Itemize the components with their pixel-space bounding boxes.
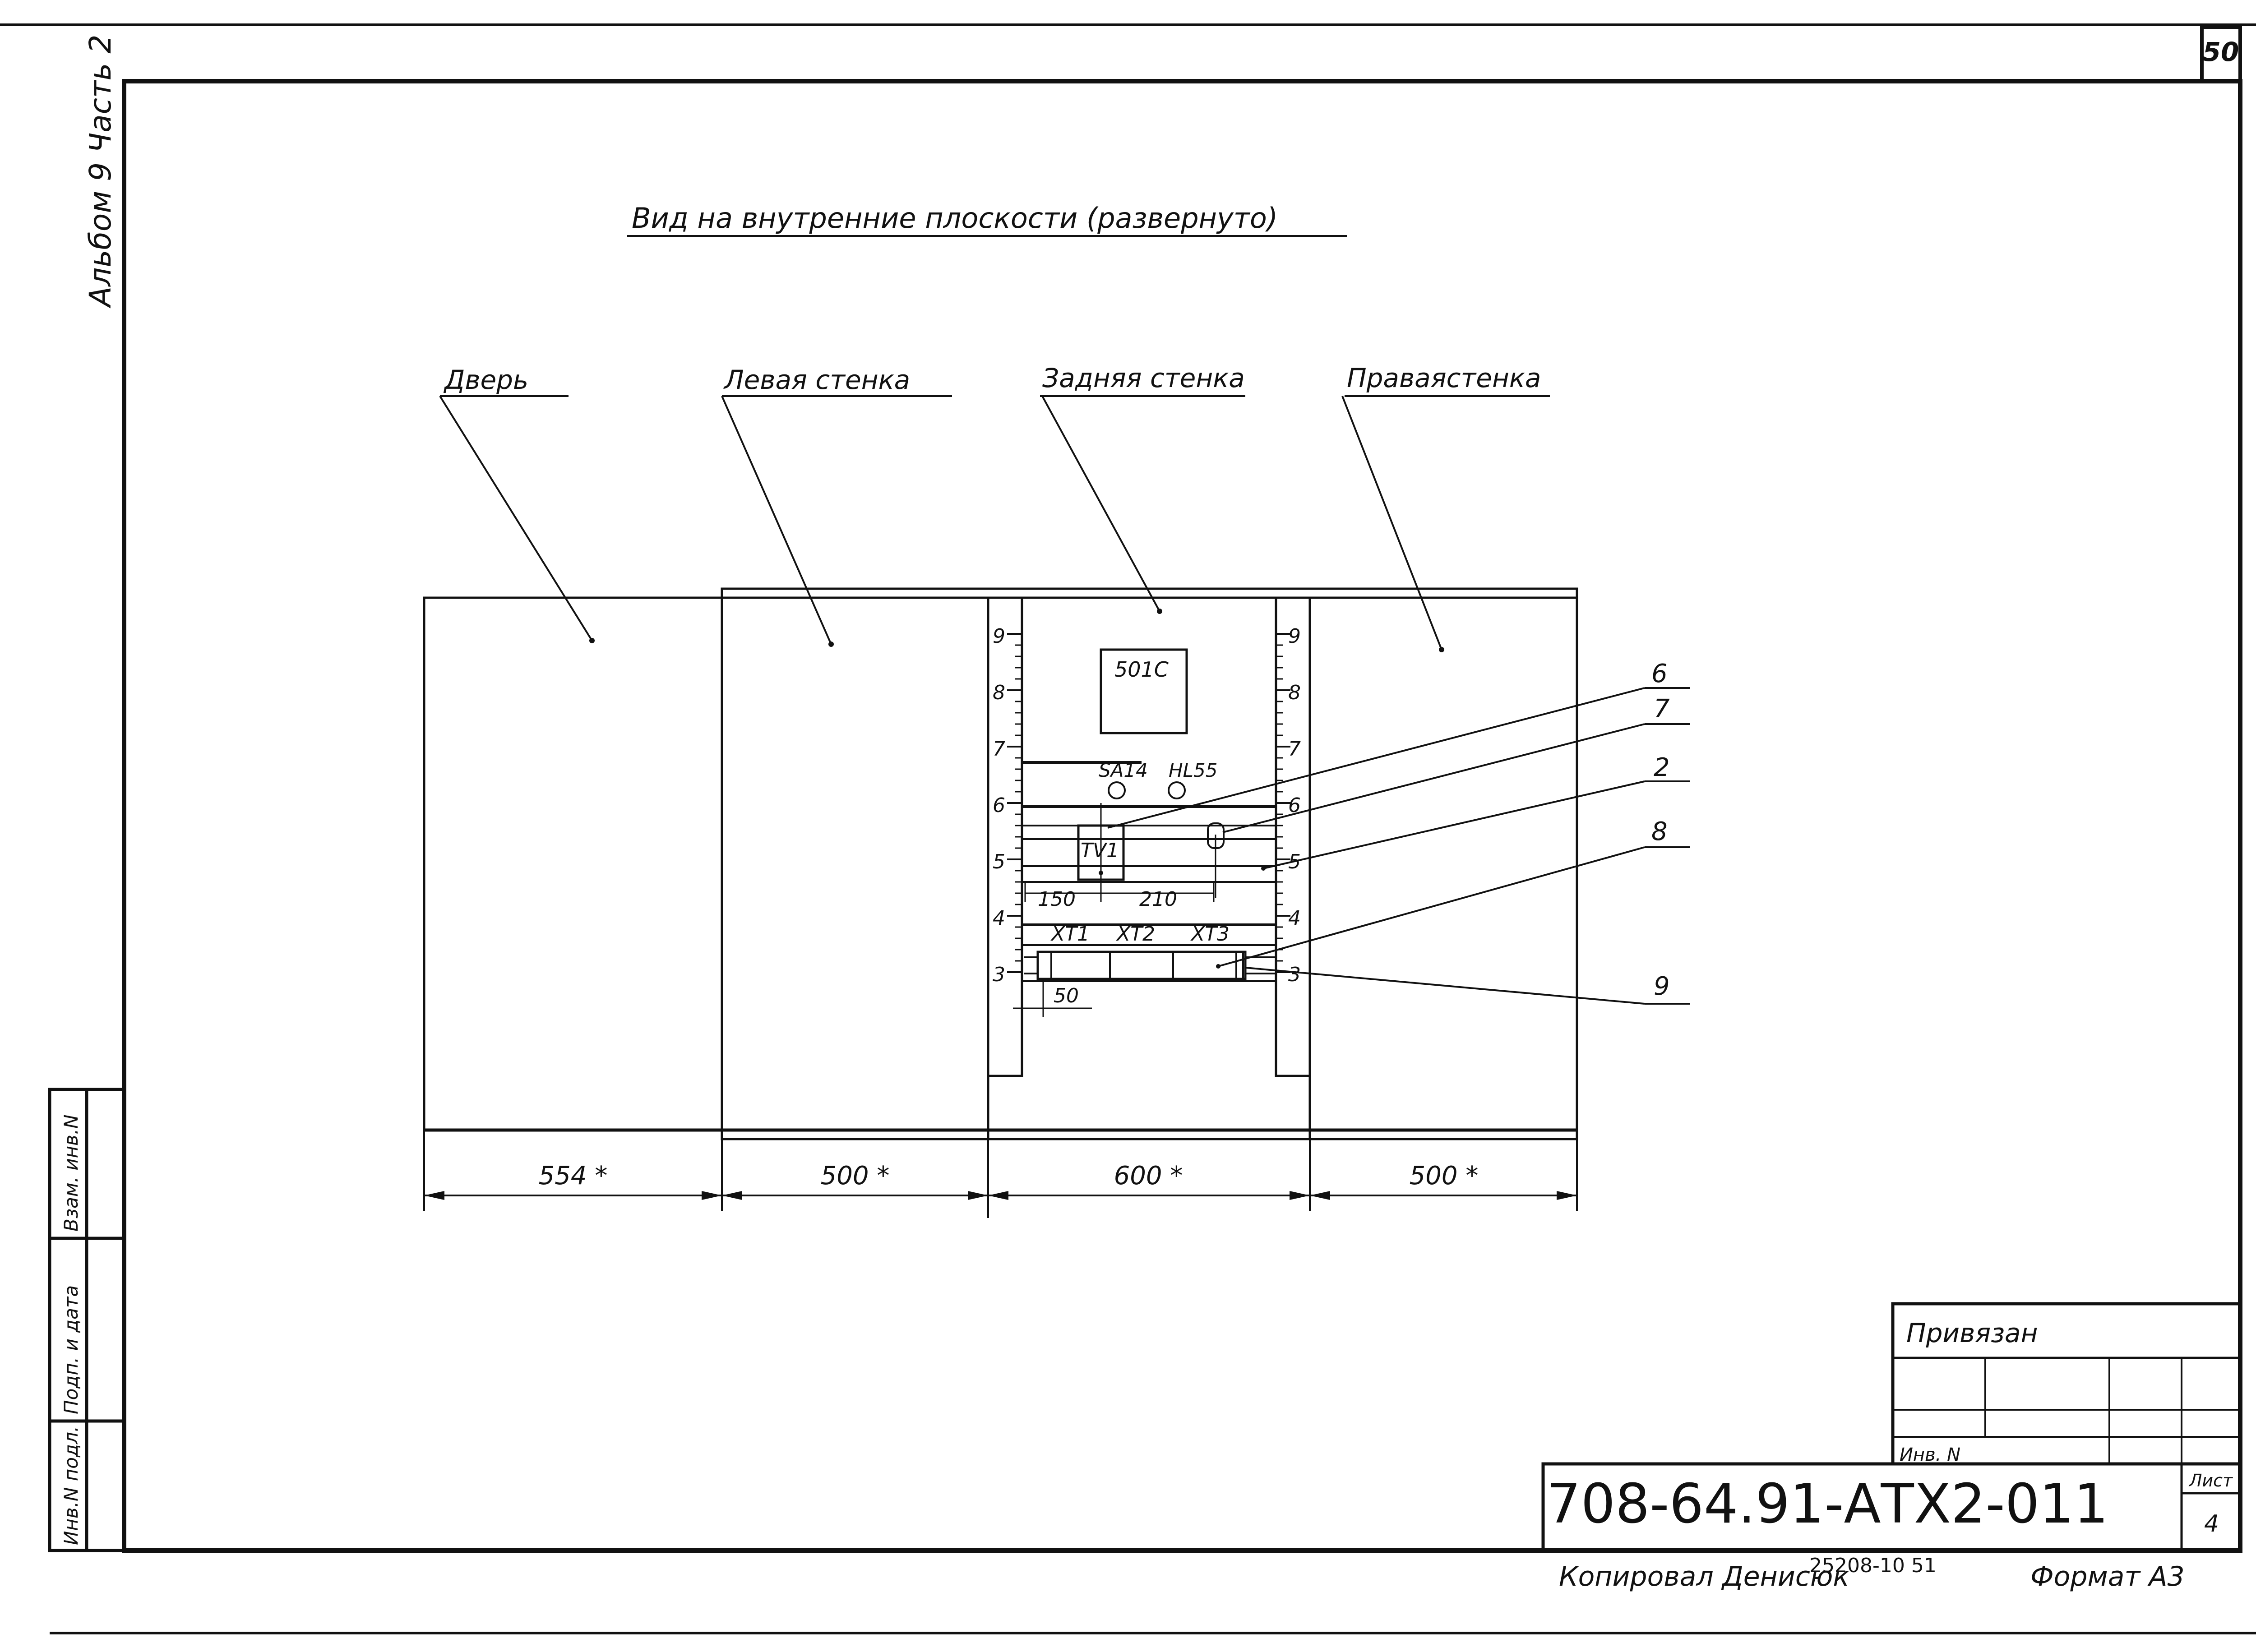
drawing-frame — [122, 79, 2242, 1553]
switch-symbol — [1108, 781, 1126, 799]
right-rail-tick-label: 8 — [1288, 681, 1301, 704]
terminal-xt1-label: XT1 — [1050, 923, 1090, 946]
sheet-label: Лист — [2188, 1471, 2233, 1490]
stamp-original-inventory: Инв.N подл. — [60, 1426, 82, 1545]
callouts: 6 7 2 8 9 — [1107, 659, 1690, 1005]
document-code-box — [1541, 1462, 2242, 1552]
left-wall-leader-dot — [828, 641, 834, 647]
page-number-box — [2200, 25, 2242, 83]
dimension-50: 50 — [1054, 984, 1079, 1007]
right-rail-tick-label: 7 — [1288, 738, 1301, 761]
terminal-xt3-label: XT3 — [1190, 923, 1230, 946]
cabinet-body — [721, 587, 1578, 1140]
right-rail-tick-label: 9 — [1288, 625, 1301, 648]
drawing-title: Вид на внутренние плоскости (развернуто) — [632, 202, 1278, 235]
side-stamp: Инв.N подл. Подп. и дата Взам. инв.N — [48, 1088, 126, 1552]
transformer-dot — [1099, 871, 1103, 875]
format-label: Формат А3 — [2030, 1561, 2185, 1592]
right-wall-label: Праваястенка — [1347, 363, 1541, 393]
title-block: Привязан Инв. N 708-64.91-АТХ2-011 Лист … — [1541, 1302, 2242, 1552]
callout-6: 6 — [1651, 659, 1668, 688]
left-rail-tick-label: 5 — [993, 850, 1005, 873]
right-wall-leader-dot — [1439, 647, 1444, 652]
copied-by: Копировал Денисюк — [1559, 1561, 1849, 1592]
lamp-label: HL55 — [1169, 759, 1217, 781]
door-panel — [423, 596, 723, 1131]
dimension-50-group: 50 — [1013, 979, 1092, 1017]
right-wall-leader — [1341, 396, 1442, 650]
panel-outlines — [423, 587, 1578, 1140]
stamp-replaced-inventory: Взам. инв.N — [60, 1114, 82, 1232]
device-501c — [1100, 648, 1188, 734]
left-wall-leader — [721, 396, 832, 645]
stamp-signature-date: Подп. и дата — [60, 1285, 82, 1414]
inventory-label: Инв. N — [1900, 1444, 1960, 1465]
left-wall-label-group: Левая стенка — [721, 365, 952, 647]
inner-dimension-150-210: 150 210 — [1024, 882, 1215, 911]
dimension-right-wall: 500 * — [1410, 1161, 1479, 1191]
terminal-strip — [1036, 951, 1247, 980]
page-number: 50 — [2203, 37, 2239, 67]
left-rail-tick-label: 6 — [993, 794, 1005, 817]
back-wall-label-group: Задняя стенка — [1040, 363, 1245, 614]
switch-label: SA14 — [1099, 759, 1148, 781]
left-rail-tick-label: 3 — [993, 963, 1005, 986]
back-wall-leader — [1041, 396, 1160, 612]
callout-7: 7 — [1654, 694, 1670, 724]
bottom-dimensions: 554 * 500 * 600 * 500 * — [423, 1130, 1578, 1218]
right-rail-tick-label: 3 — [1288, 963, 1301, 986]
terminal-blocks: XT1 XT2 XT3 — [1024, 923, 1277, 980]
left-rail-tick-label: 4 — [993, 907, 1005, 930]
terminal-xt2-label: XT2 — [1116, 923, 1155, 946]
door-label-group: Дверь — [439, 365, 595, 643]
dimension-210: 210 — [1139, 888, 1177, 911]
left-rail-tick-label: 9 — [993, 625, 1005, 648]
left-rail-tick-label: 7 — [993, 738, 1005, 761]
back-wall-label: Задняя стенка — [1042, 363, 1245, 393]
door-leader-dot — [589, 638, 595, 643]
transformer-label: TV1 — [1081, 839, 1119, 862]
mounting-strips — [1022, 761, 1276, 982]
callout-2: 2 — [1654, 753, 1670, 782]
lamp-symbol — [1168, 781, 1186, 799]
dimension-left-wall: 500 * — [821, 1161, 890, 1191]
callout-8: 8 — [1651, 817, 1668, 846]
dimension-150: 150 — [1038, 888, 1076, 911]
right-wall-label-group: Праваястенка — [1341, 363, 1550, 652]
dimension-back-wall: 600 * — [1114, 1161, 1183, 1191]
order-number: 25208-10 51 — [1809, 1554, 1937, 1577]
dimension-door: 554 * — [539, 1161, 608, 1191]
left-wall-label: Левая стенка — [723, 365, 910, 395]
album-label: Альбом 9 Часть 2 — [83, 35, 118, 309]
device-501c-label: 501С — [1114, 657, 1169, 682]
door-leader — [439, 395, 593, 641]
door-label: Дверь — [443, 365, 528, 395]
back-wall-leader-dot — [1157, 609, 1162, 614]
left-rail-tick-label: 8 — [993, 681, 1005, 704]
privyazan-label: Привязан — [1906, 1318, 2038, 1348]
callout-9: 9 — [1654, 972, 1670, 1001]
right-rail-tick-label: 4 — [1288, 907, 1301, 930]
sheet-number: 4 — [2204, 1510, 2219, 1537]
document-code: 708-64.91-АТХ2-011 — [1546, 1473, 2108, 1536]
